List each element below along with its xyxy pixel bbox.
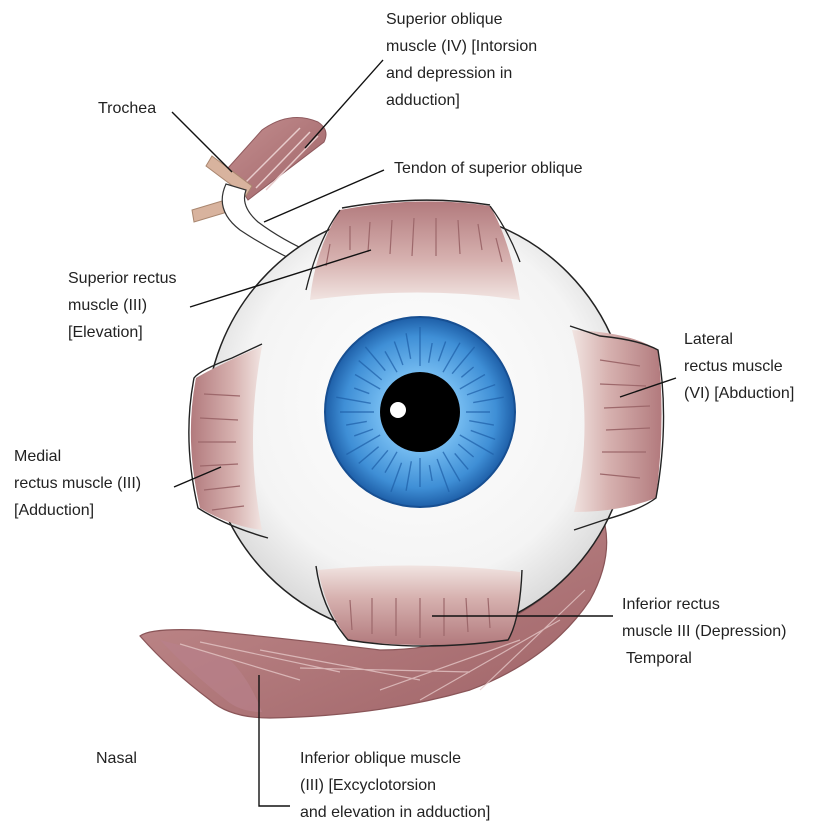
label-line: muscle (IV) [Intorsion <box>386 33 537 60</box>
label-trochea: Trochea <box>98 95 156 122</box>
label-line: Inferior rectus <box>622 591 787 618</box>
label-lateral-rectus: Lateral rectus muscle (VI) [Abduction] <box>684 326 794 407</box>
label-nasal: Nasal <box>96 745 137 772</box>
label-line: Medial <box>14 443 141 470</box>
label-line: Tendon of superior oblique <box>394 155 583 182</box>
label-line: Superior rectus <box>68 265 177 292</box>
label-tendon: Tendon of superior oblique <box>394 155 583 182</box>
label-line: Lateral <box>684 326 794 353</box>
label-line: (VI) [Abduction] <box>684 380 794 407</box>
label-superior-rectus: Superior rectus muscle (III) [Elevation] <box>68 265 177 346</box>
label-superior-oblique: Superior oblique muscle (IV) [Intorsion … <box>386 6 537 114</box>
label-line: Superior oblique <box>386 6 537 33</box>
label-line: [Elevation] <box>68 319 177 346</box>
label-line: Temporal <box>622 645 787 672</box>
inferior-rectus-muscle <box>316 565 522 646</box>
label-inferior-oblique: Inferior oblique muscle (III) [Excycloto… <box>300 745 490 826</box>
leader-trochea <box>172 112 232 172</box>
label-line: muscle III (Depression) <box>622 618 787 645</box>
label-line: and depression in <box>386 60 537 87</box>
label-line: adduction] <box>386 87 537 114</box>
label-line: rectus muscle <box>684 353 794 380</box>
label-line: and elevation in adduction] <box>300 799 490 826</box>
label-line: Trochea <box>98 95 156 122</box>
pupil-highlight <box>390 402 406 418</box>
label-inferior-rectus: Inferior rectus muscle III (Depression) … <box>622 591 787 672</box>
superior-rectus-muscle <box>306 200 520 300</box>
label-line: [Adduction] <box>14 497 141 524</box>
leader-superior-oblique <box>305 60 383 148</box>
label-line: rectus muscle (III) <box>14 470 141 497</box>
label-line: Nasal <box>96 745 137 772</box>
label-line: (III) [Excyclotorsion <box>300 772 490 799</box>
label-line: Inferior oblique muscle <box>300 745 490 772</box>
label-line: muscle (III) <box>68 292 177 319</box>
label-medial-rectus: Medial rectus muscle (III) [Adduction] <box>14 443 141 524</box>
